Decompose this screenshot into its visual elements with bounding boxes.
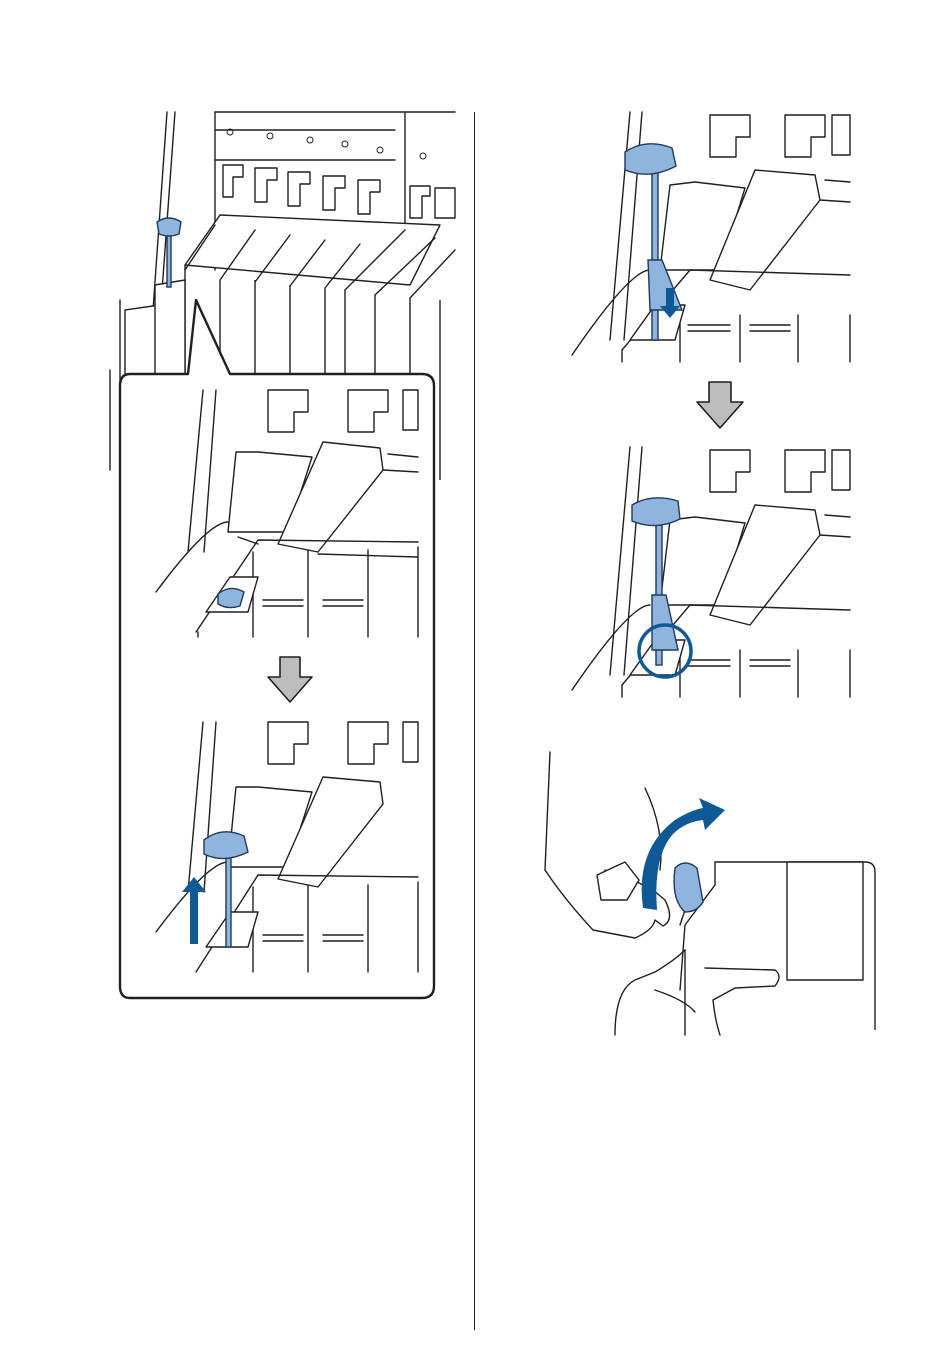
column-divider: [474, 112, 475, 1330]
step-arrow-right: [695, 380, 745, 430]
zoom-callout-remove-stirrer: [118, 292, 436, 1000]
pack-opening-step: [535, 750, 880, 1035]
insert-stirrer-step: [570, 110, 850, 365]
stirrer-hooked-step: [570, 445, 850, 700]
down-arrow-icon: [697, 382, 743, 428]
